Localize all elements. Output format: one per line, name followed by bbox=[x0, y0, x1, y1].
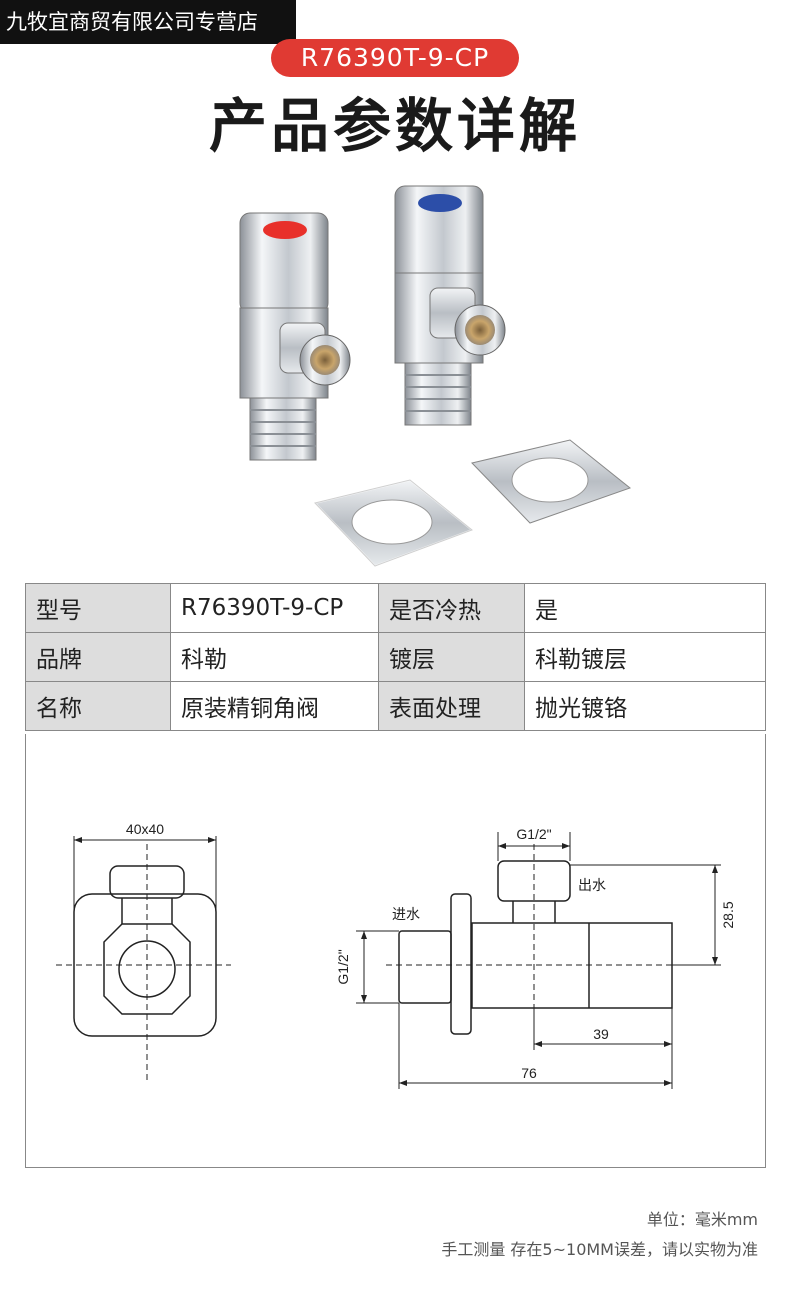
param-key: 型号 bbox=[25, 583, 171, 633]
table-row: 品牌 科勒 镀层 科勒镀层 bbox=[25, 632, 766, 682]
outlet-thread-label: G1/2" bbox=[516, 826, 551, 842]
measurement-notes: 单位：毫米mm 手工测量 存在5~10MM误差，请以实物为准 bbox=[441, 1205, 758, 1265]
param-key: 镀层 bbox=[378, 632, 525, 682]
technical-drawing: 40x40 G1/2" 出水 进水 G1/2" 28.5 39 76 bbox=[56, 821, 736, 1089]
param-value: 是 bbox=[524, 583, 766, 633]
unit-note: 单位：毫米mm bbox=[646, 1210, 758, 1229]
outlet-label: 出水 bbox=[578, 878, 606, 894]
inlet-label: 进水 bbox=[392, 907, 420, 923]
side-view bbox=[356, 832, 721, 1089]
cold-outlet bbox=[429, 287, 506, 356]
model-badge: R76390T-9-CP bbox=[271, 39, 519, 77]
height-dim-label: 28.5 bbox=[720, 901, 736, 928]
param-key: 表面处理 bbox=[378, 681, 525, 731]
technical-drawing-panel: 40x40 G1/2" 出水 进水 G1/2" 28.5 39 76 bbox=[25, 734, 766, 1168]
table-row: 名称 原装精铜角阀 表面处理 抛光镀铬 bbox=[25, 681, 766, 731]
disclaimer-note: 手工测量 存在5~10MM误差，请以实物为准 bbox=[441, 1240, 758, 1259]
store-name-banner: 九牧宜商贸有限公司专营店 bbox=[0, 0, 296, 44]
page-title: 产品参数详解 bbox=[208, 92, 581, 160]
body-dim-label: 39 bbox=[593, 1026, 609, 1042]
escutcheon-right bbox=[471, 439, 632, 524]
product-photo bbox=[239, 185, 632, 568]
param-value: 科勒 bbox=[170, 632, 379, 682]
param-value: 科勒镀层 bbox=[524, 632, 766, 682]
front-view bbox=[56, 836, 231, 1084]
param-value: 抛光镀铬 bbox=[524, 681, 766, 731]
front-width-label: 40x40 bbox=[126, 821, 164, 837]
param-key: 是否冷热 bbox=[378, 583, 525, 633]
cold-valve bbox=[394, 185, 506, 426]
escutcheon-left bbox=[313, 478, 474, 568]
hot-cap-icon bbox=[263, 221, 307, 239]
inlet-thread-label: G1/2" bbox=[335, 949, 351, 984]
cold-cap-icon bbox=[418, 194, 462, 212]
hot-outlet bbox=[279, 322, 351, 386]
param-value: 原装精铜角阀 bbox=[170, 681, 379, 731]
table-row: 型号 R76390T-9-CP 是否冷热 是 bbox=[25, 583, 766, 633]
hot-valve bbox=[239, 212, 351, 461]
param-value: R76390T-9-CP bbox=[170, 583, 379, 633]
total-dim-label: 76 bbox=[521, 1065, 537, 1081]
param-table: 型号 R76390T-9-CP 是否冷热 是 品牌 科勒 镀层 科勒镀层 名称 … bbox=[25, 583, 766, 731]
param-key: 品牌 bbox=[25, 632, 171, 682]
param-key: 名称 bbox=[25, 681, 171, 731]
